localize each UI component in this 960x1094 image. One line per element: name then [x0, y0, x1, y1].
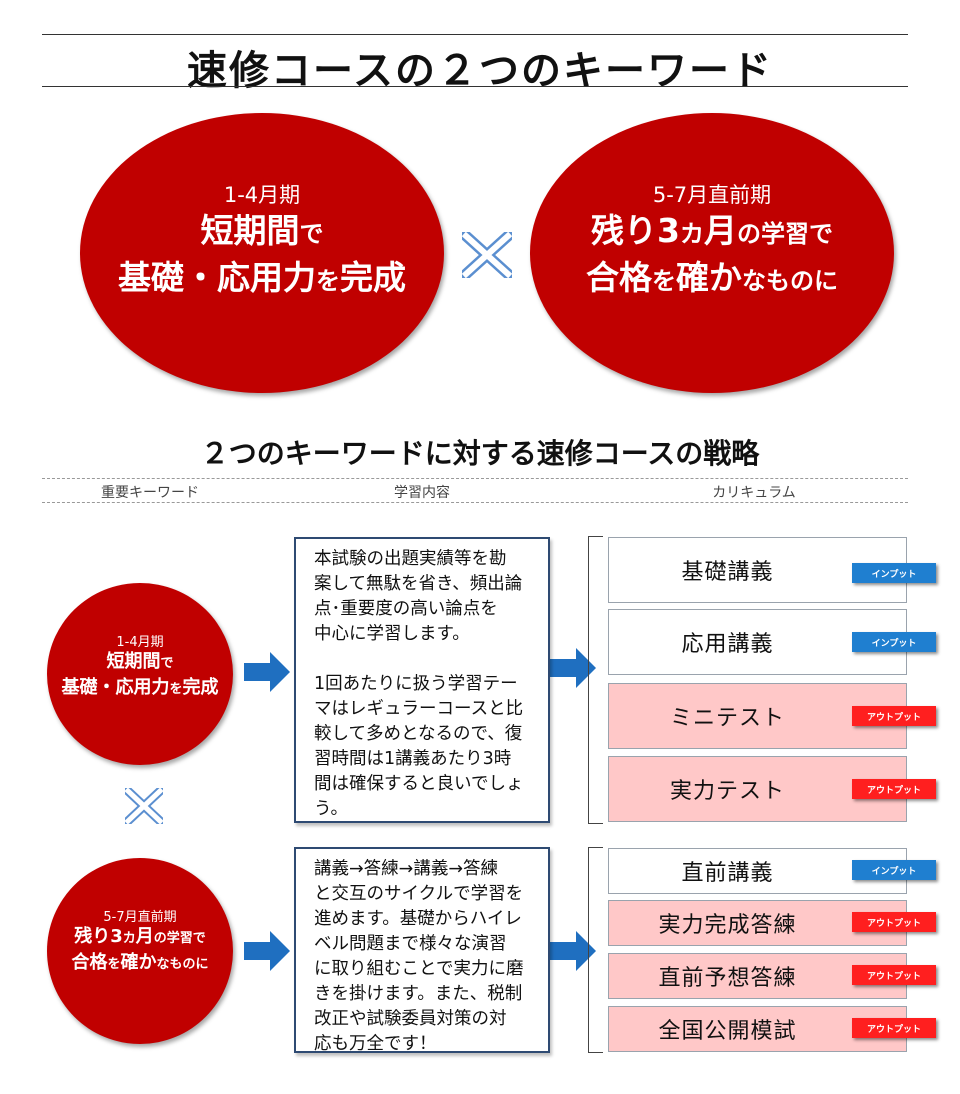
- output-badge: アウトプット: [852, 965, 936, 985]
- title-bottom-rule: [42, 86, 908, 87]
- keyword-period: 1-4月期: [116, 635, 164, 650]
- curriculum-item-3: ミニテスト: [608, 683, 907, 749]
- output-badge: アウトプット: [852, 1018, 936, 1038]
- right-arrow-icon: [550, 648, 596, 688]
- keyword-ellipse-1: 1-4月期 短期間で 基礎・応用力を完成: [80, 113, 444, 393]
- right-arrow-icon: [244, 652, 290, 692]
- input-badge: インプット: [852, 860, 936, 880]
- title-top-rule: [42, 34, 908, 35]
- right-arrow-icon: [244, 931, 290, 971]
- keyword-line-1: 短期間で: [200, 211, 324, 250]
- keyword-period: 5-7月直前期: [652, 183, 772, 207]
- output-badge: アウトプット: [852, 706, 936, 726]
- input-badge: インプット: [852, 632, 936, 652]
- output-badge: アウトプット: [852, 912, 936, 932]
- keyword-circle-1: 1-4月期 短期間で 基礎・応用力を完成: [47, 583, 233, 765]
- right-arrow-icon: [550, 931, 596, 971]
- header-bottom-dash: [42, 502, 908, 503]
- column-header-curriculum: カリキュラム: [712, 485, 796, 501]
- curriculum-item-7: 直前予想答練: [608, 953, 907, 999]
- keyword-line-2: 基礎・応用力を完成: [118, 258, 406, 297]
- keyword-period: 5-7月直前期: [103, 910, 177, 925]
- strategy-title: ２つのキーワードに対する速修コースの戦略: [200, 437, 760, 470]
- curriculum-bracket-1: [588, 536, 603, 824]
- content-paragraph: 講義→答練→講義→答練 と交互のサイクルで学習を 進めます。基礎からハイレ ベル…: [314, 859, 524, 1054]
- content-box-2: 講義→答練→講義→答練 と交互のサイクルで学習を 進めます。基礎からハイレ ベル…: [294, 847, 550, 1054]
- page-title: 速修コースの２つのキーワード: [187, 48, 773, 94]
- header-top-dash: [42, 478, 908, 479]
- keyword-circle-2: 5-7月直前期 残り3カ月の学習で 合格を確かなものに: [47, 858, 233, 1044]
- column-header-content: 学習内容: [394, 485, 450, 501]
- input-badge: インプット: [852, 563, 936, 583]
- column-header-keyword: 重要キーワード: [101, 485, 199, 501]
- curriculum-item-8: 全国公開模試: [608, 1006, 907, 1052]
- keyword-period: 1-4月期: [223, 183, 301, 207]
- multiplication-x-icon: [125, 788, 163, 824]
- content-paragraph: 本試験の出題実績等を勘 案して無駄を省き、頻出論 点･重要度の高い論点を 中心に…: [314, 549, 523, 644]
- output-badge: アウトプット: [852, 779, 936, 799]
- keyword-line-1: 残り3カ月の学習で: [591, 211, 833, 250]
- content-paragraph: 1回あたりに扱う学習テー マはレギュラーコースと比 較して多めとなるので、復 習…: [314, 674, 524, 819]
- keyword-line-2: 合格を確かなものに: [586, 258, 838, 297]
- keyword-line-2: 基礎・応用力を完成: [61, 677, 219, 698]
- curriculum-bracket-2: [588, 847, 603, 1053]
- keyword-line-1: 短期間で: [106, 651, 174, 672]
- keyword-ellipse-2: 5-7月直前期 残り3カ月の学習で 合格を確かなものに: [530, 113, 894, 393]
- multiplication-x-icon: [462, 232, 512, 278]
- keyword-line-2: 合格を確かなものに: [71, 952, 209, 973]
- keyword-line-1: 残り3カ月の学習で: [74, 926, 206, 947]
- content-box-1: 本試験の出題実績等を勘 案して無駄を省き、頻出論 点･重要度の高い論点を 中心に…: [294, 537, 550, 823]
